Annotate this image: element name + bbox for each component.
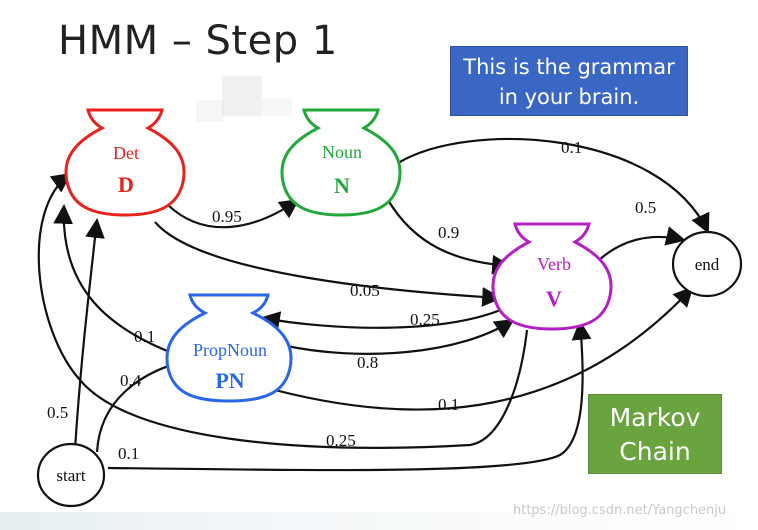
propnoun-state-symbol: PN — [215, 368, 244, 393]
arrow-start-verb — [107, 320, 592, 472]
prob-label-start-det: 0.5 — [47, 403, 68, 422]
verb-state-name: Verb — [537, 254, 571, 274]
propnoun-urn-outline — [165, 293, 293, 403]
det-state-urn: Det D — [64, 108, 186, 217]
arrow-verb-end — [596, 226, 686, 263]
prob-label-propnoun-end: 0.1 — [438, 395, 459, 414]
prob-label-verb-end: 0.5 — [635, 198, 656, 217]
slide-title: HMM – Step 1 — [58, 18, 338, 64]
prob-label-propnoun-det: 0.1 — [134, 327, 155, 346]
smudge-mark — [262, 98, 292, 116]
prob-label-verb-det: 0.25 — [326, 431, 356, 450]
prob-label-noun-verb: 0.9 — [438, 223, 459, 242]
prob-label-propnoun-verb: 0.8 — [357, 353, 378, 372]
prob-label-det-noun: 0.95 — [212, 207, 242, 226]
arrow-det-noun — [167, 198, 300, 229]
markov-chain-box: Markov Chain — [588, 394, 722, 474]
arrow-noun-verb — [387, 199, 512, 275]
watermark: https://blog.csdn.net/Yangchenju — [513, 503, 727, 518]
arrow-propnoun-verb — [281, 318, 515, 355]
smudge-mark — [222, 76, 262, 116]
prob-label-noun-end: 0.1 — [561, 138, 582, 157]
noun-state-symbol: N — [334, 173, 350, 198]
arrow-det-verb — [154, 221, 502, 307]
start-state-node: start — [36, 442, 106, 508]
markov-chain-line2: Chain — [619, 437, 691, 466]
arrow-start-det — [73, 218, 105, 451]
det-state-symbol: D — [118, 172, 134, 197]
end-node-label: end — [695, 255, 720, 274]
grammar-note-line1: This is the grammar — [463, 55, 675, 79]
prob-label-verb-propnoun: 0.25 — [410, 310, 440, 329]
smudge-mark — [196, 100, 224, 122]
arrow-verb-det — [37, 172, 529, 449]
footer-strip — [0, 512, 758, 530]
grammar-note-line2: in your brain. — [498, 85, 640, 109]
propnoun-state-name: PropNoun — [193, 340, 267, 360]
arrow-propnoun-det — [53, 204, 181, 358]
prob-label-det-verb: 0.05 — [350, 281, 380, 300]
end-node-ellipse — [671, 230, 743, 298]
markov-chain-line1: Markov — [609, 403, 701, 432]
start-node-label: start — [56, 466, 86, 485]
end-state-node: end — [671, 230, 743, 298]
noun-state-urn: Noun N — [280, 108, 402, 217]
verb-urn-outline — [491, 222, 613, 331]
noun-urn-outline — [280, 108, 402, 217]
arrow-propnoun-end — [259, 286, 694, 411]
start-node-ellipse — [36, 442, 106, 508]
verb-state-urn: Verb V — [491, 222, 613, 331]
noun-state-name: Noun — [322, 142, 362, 162]
prob-label-start-verb: 0.1 — [118, 444, 139, 463]
det-urn-outline — [64, 108, 186, 217]
propnoun-state-urn: PropNoun PN — [165, 293, 293, 403]
grammar-note-box: This is the grammar in your brain. — [450, 46, 688, 116]
arrow-verb-propnoun — [260, 307, 504, 331]
verb-state-symbol: V — [546, 286, 562, 311]
det-state-name: Det — [113, 143, 139, 163]
arrow-noun-end — [397, 137, 710, 234]
prob-label-start-propnoun: 0.4 — [120, 371, 142, 390]
